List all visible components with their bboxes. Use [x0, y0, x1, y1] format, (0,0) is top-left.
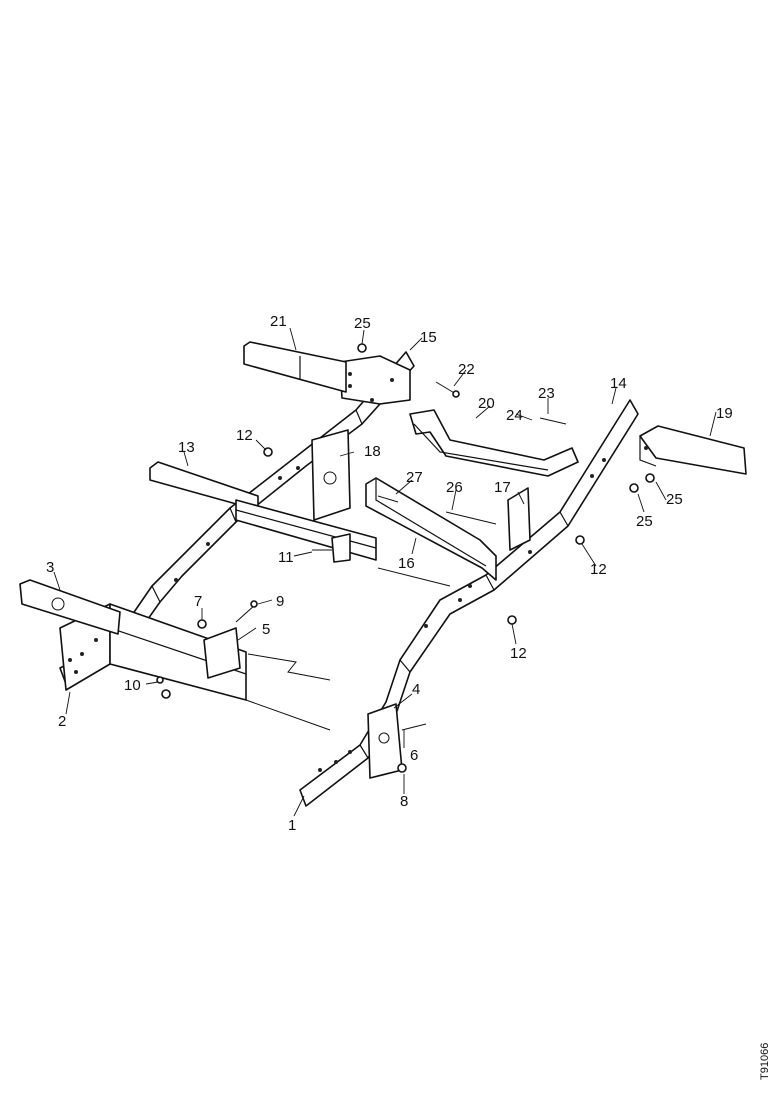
callout-14: 14: [610, 375, 627, 392]
callout-27: 27: [406, 469, 423, 486]
callout-25-right-lower: 25: [636, 513, 653, 530]
callout-4: 4: [412, 681, 420, 698]
callout-20: 20: [478, 395, 495, 412]
callout-19: 19: [716, 405, 733, 422]
callout-13: 13: [178, 439, 195, 456]
callout-25-right-upper: 25: [666, 491, 683, 508]
callout-3: 3: [46, 559, 54, 576]
callout-12-rear-right: 12: [590, 561, 607, 578]
mounting-plate-18-left: [311, 429, 351, 521]
rear-bracket-15: [339, 355, 411, 405]
callout-5: 5: [262, 621, 270, 638]
phantom-lines: [245, 567, 451, 731]
mount-11: [331, 533, 351, 563]
callout-15: 15: [420, 329, 437, 346]
rear-extension-19: [639, 425, 747, 475]
callout-labels: 1 2 3 4 5 6 7 8 9 10 11 12 12 12 13 14 1…: [46, 313, 733, 834]
bracket-5: [203, 627, 241, 679]
callout-6: 6: [410, 747, 418, 764]
brace-20: [409, 409, 579, 477]
callout-8: 8: [400, 793, 408, 810]
mounting-plate-17: [507, 487, 531, 551]
callout-22: 22: [458, 361, 475, 378]
callout-25-top: 25: [354, 315, 371, 332]
callout-11: 11: [278, 549, 294, 566]
callout-12-mid-right: 12: [510, 645, 527, 662]
callout-16: 16: [398, 555, 415, 572]
callout-23: 23: [538, 385, 555, 402]
callout-17: 17: [494, 479, 511, 496]
callout-2: 2: [58, 713, 66, 730]
callout-7: 7: [194, 593, 202, 610]
callout-12-rear-left: 12: [236, 427, 253, 444]
spring-hanger-4: [367, 703, 403, 779]
figure-reference-id: T91066: [759, 1043, 771, 1080]
fasteners: [156, 343, 655, 773]
callout-9: 9: [276, 593, 284, 610]
callout-18-left: 18: [364, 443, 381, 460]
rear-extension-21: [243, 341, 347, 393]
callout-1: 1: [288, 817, 296, 834]
callout-10: 10: [124, 677, 141, 694]
crossmember-16: [365, 477, 497, 581]
callout-26: 26: [446, 479, 463, 496]
front-bumper-bar: [19, 579, 121, 635]
callout-24: 24: [506, 407, 523, 424]
callout-21: 21: [270, 313, 287, 330]
leader-lines: [53, 327, 717, 817]
rail-holes: [68, 372, 648, 772]
